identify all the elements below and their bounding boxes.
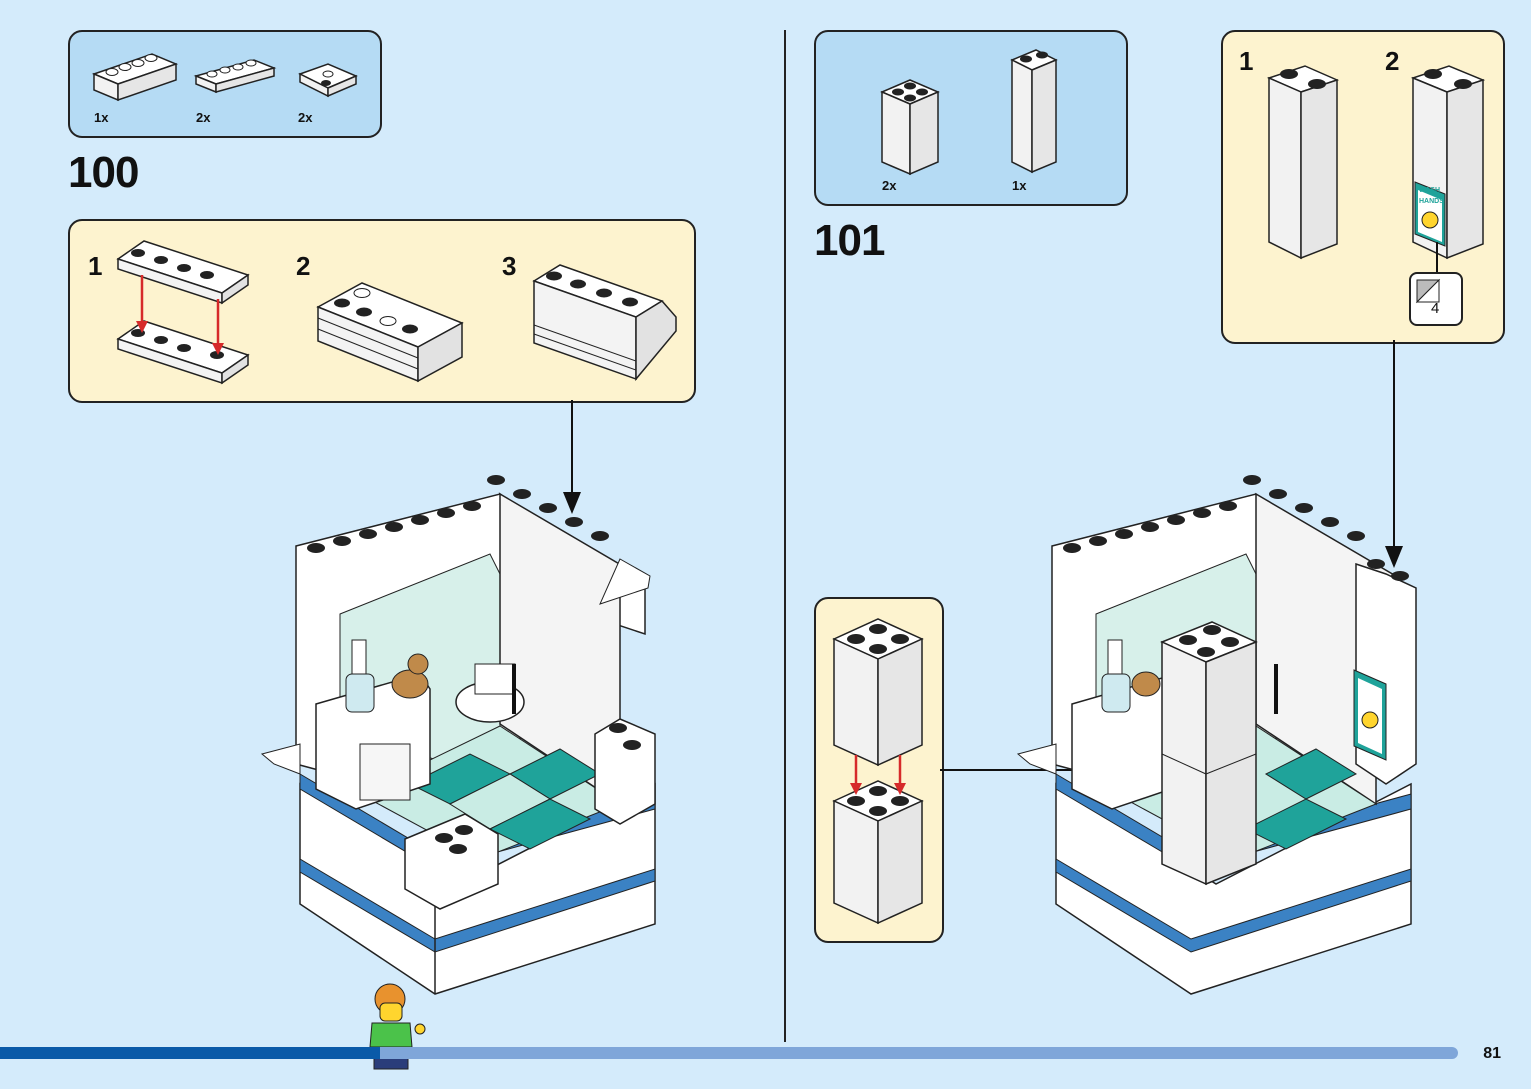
- sticker-sheet-callout-line: [1436, 242, 1438, 272]
- step-number: 100: [68, 148, 139, 197]
- plate-2x2-corner-icon: [298, 63, 358, 98]
- sticker-sheet-badge: 4: [1409, 272, 1463, 326]
- brick-1x2x5-icon: [1266, 65, 1340, 260]
- brick-stack-icon: [832, 618, 924, 925]
- substep-number: 3: [502, 251, 517, 281]
- sticker-number: 4: [1431, 300, 1440, 317]
- callout-arrow: [563, 400, 581, 514]
- progress-bar-track: [380, 1047, 1458, 1059]
- part-qty: 2x: [298, 110, 313, 125]
- step101-parts-box: 2x 1x: [814, 30, 1128, 206]
- substep2-plates-icon: [316, 282, 464, 383]
- part-qty: 1x: [1012, 178, 1027, 193]
- page-number: 81: [1483, 1045, 1501, 1062]
- substep-number: 1: [1239, 46, 1254, 76]
- sticker-corner-icon: [1415, 278, 1441, 304]
- step-number: 101: [814, 216, 885, 265]
- step101-substeps-box: 1 2 WASH HANDS 4: [1221, 30, 1505, 344]
- step101-column-box: [814, 597, 944, 943]
- sticker-text: HANDS: [1419, 198, 1444, 205]
- callout-arrow: [1385, 340, 1403, 568]
- step100-substeps-box: 1 2 3: [68, 219, 696, 403]
- plate-1x4-icon: [91, 53, 179, 102]
- bathroom-model-step100: [260, 475, 656, 995]
- part-qty: 1x: [94, 110, 109, 125]
- substep-number: 2: [296, 251, 311, 281]
- page-divider: [784, 30, 786, 1042]
- bathroom-model-step101: [1016, 475, 1417, 995]
- step100-parts-box: 1x 2x 2x: [68, 30, 382, 138]
- brick-1x2x5-icon: [1010, 49, 1058, 174]
- sticker-text: WASH: [1419, 187, 1440, 194]
- progress-bar-filled: [0, 1047, 380, 1059]
- brick-2x2-icon: [880, 79, 940, 176]
- plate-1x4-icon: [193, 59, 277, 94]
- substep3-plates-icon: [532, 264, 677, 382]
- brick-with-wash-hands-sticker-icon: [1410, 65, 1486, 260]
- part-qty: 2x: [196, 110, 211, 125]
- part-qty: 2x: [882, 178, 897, 193]
- substep1-plates-icon: [116, 240, 250, 385]
- substep-number: 2: [1385, 46, 1400, 76]
- substep-number: 1: [88, 251, 103, 281]
